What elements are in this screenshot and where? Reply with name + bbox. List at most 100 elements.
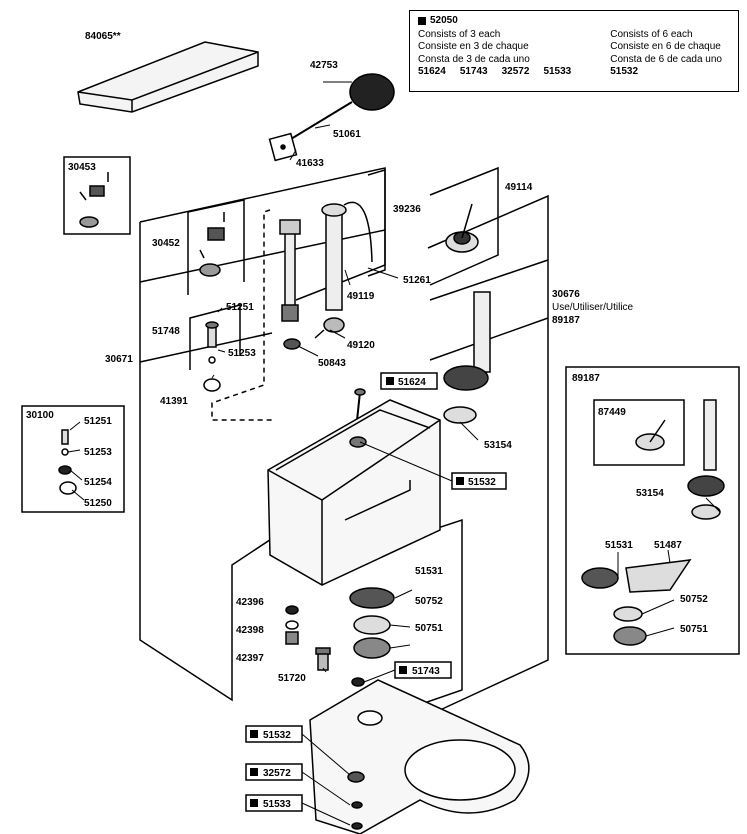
flapper-87449 <box>635 419 666 451</box>
washer-50843 <box>283 338 301 350</box>
label-87449: 87449 <box>598 407 626 418</box>
label-30100: 30100 <box>26 410 54 421</box>
label-50751b: 50751 <box>680 624 708 635</box>
washer-51253a <box>208 356 216 364</box>
washer-42398 <box>285 620 299 630</box>
flapper-kit-30452 <box>199 212 225 277</box>
bracket-30676-divider <box>429 259 549 301</box>
leader-lines <box>67 81 721 826</box>
flapper-kit-30453 <box>79 172 109 228</box>
box-87449 <box>593 399 685 466</box>
trip-lever <box>445 203 479 253</box>
label-89187b: 89187 <box>572 373 600 384</box>
label-53154b: 53154 <box>636 488 664 499</box>
label-49114: 49114 <box>505 182 533 193</box>
label-49120: 49120 <box>347 340 375 351</box>
label-89187a: 89187 <box>552 315 580 326</box>
label-51253a: 51253 <box>228 348 256 359</box>
bracket-30676 <box>427 194 549 711</box>
legend-left-parts: 51624 51743 32572 51533 <box>418 66 571 79</box>
label-51250: 51250 <box>84 498 112 509</box>
label-51624: 51624 <box>398 377 426 388</box>
label-51720: 51720 <box>278 673 306 684</box>
bolt-51748 <box>205 321 219 348</box>
legend-part: 32572 <box>501 66 530 77</box>
fill-valve <box>321 201 373 311</box>
label-42398: 42398 <box>236 625 264 636</box>
bracket-divider <box>139 332 273 363</box>
legend-part: 51532 <box>610 66 639 77</box>
black-square-icon <box>399 666 407 674</box>
black-square-icon <box>386 377 394 385</box>
black-square-icon <box>250 768 258 776</box>
label-51531b: 51531 <box>605 540 633 551</box>
bracket-divider <box>139 229 386 283</box>
label-53154a: 53154 <box>484 440 512 451</box>
label-51061: 51061 <box>333 129 361 140</box>
label-51487: 51487 <box>654 540 682 551</box>
toilet-tank <box>267 399 441 586</box>
label-50752a: 50752 <box>415 596 443 607</box>
flush-valve <box>443 291 491 391</box>
legend-left-line: Consists of 3 each <box>418 28 501 40</box>
label-50752b: 50752 <box>680 594 708 605</box>
label-42397: 42397 <box>236 653 264 664</box>
legend-part: 51624 <box>418 66 446 77</box>
dashed-connector <box>211 209 275 421</box>
legend-part: 51743 <box>459 66 488 77</box>
bracket-49114 <box>429 166 499 286</box>
marker-squares <box>250 377 464 807</box>
label-30676-use: Use/Utiliser/Utilice <box>552 302 634 313</box>
bracket-30671-left <box>139 222 301 702</box>
gasket-51531b <box>581 567 619 589</box>
bracket-39236 <box>367 168 386 277</box>
legend-left-line: Consta de 3 de cada uno <box>418 53 530 65</box>
float-ball <box>285 73 395 143</box>
box-30100 <box>21 405 125 513</box>
label-49119: 49119 <box>347 291 375 302</box>
nut-42396 <box>285 605 299 615</box>
legend-right-line: Consiste en 6 de chaque <box>610 41 721 52</box>
label-51532a: 51532 <box>468 477 496 488</box>
legend-columns: Consists of 3 each Consiste en 3 de chaq… <box>418 29 730 79</box>
label-30452: 30452 <box>152 238 180 249</box>
gasket-50751b <box>613 626 647 646</box>
black-square-icon <box>250 730 258 738</box>
label-50751a: 50751 <box>415 623 443 634</box>
label-39236: 39236 <box>393 204 421 215</box>
gasket-50752a <box>353 615 391 635</box>
legend-left-column: Consists of 3 each Consiste en 3 de chaq… <box>418 29 571 79</box>
label-42753: 42753 <box>310 60 338 71</box>
label-50843: 50843 <box>318 358 346 369</box>
callout-box-51624 <box>380 372 438 390</box>
label-41391: 41391 <box>160 396 188 407</box>
bolt-51720 <box>315 647 331 671</box>
label-41633: 41633 <box>296 158 324 169</box>
washer-41391 <box>203 378 221 392</box>
legend-header: 52050 <box>418 15 730 28</box>
bracket-30452 <box>187 199 245 295</box>
black-square-icon <box>250 799 258 807</box>
washer-51743 <box>351 677 365 687</box>
label-51533: 51533 <box>263 799 291 810</box>
label-42396: 42396 <box>236 597 264 608</box>
overflow-tube <box>279 219 301 322</box>
black-square-icon <box>456 477 464 485</box>
label-51251a: 51251 <box>226 302 254 313</box>
gasket-53154a <box>443 406 477 424</box>
label-32572: 32572 <box>263 768 291 779</box>
legend-right-parts: 51532 <box>610 66 722 79</box>
parts-30100 <box>58 429 77 495</box>
legend-right-line: Consists of 6 each <box>610 28 693 40</box>
legend-right-column: Consists of 6 each Consiste en 6 de chaq… <box>610 29 722 79</box>
gasket-51531a <box>349 587 395 609</box>
label-30671: 30671 <box>105 354 133 365</box>
black-square-icon <box>418 17 426 26</box>
flush-valve-89187 <box>687 399 725 497</box>
spud-42397 <box>285 631 299 645</box>
label-84065: 84065** <box>85 31 121 42</box>
label-30676: 30676 <box>552 289 580 300</box>
legend-box: 52050 Consists of 3 each Consiste en 3 d… <box>409 10 739 92</box>
washer-41633 <box>268 132 298 162</box>
